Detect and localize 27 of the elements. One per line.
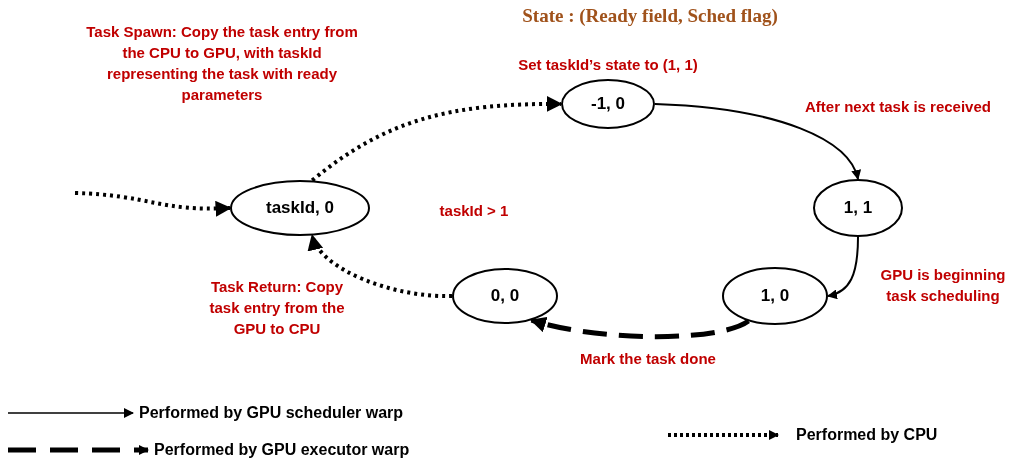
state-label: 0, 0 [490,286,520,306]
state-label: 1, 1 [843,198,873,218]
edge-label: Mark the task done [580,348,716,369]
edge-label: Task Return: Copy task entry from the GPU to CPU [208,276,346,339]
state-ellipse [813,179,903,237]
state-label: -1, 0 [591,94,625,114]
annotation-text: Task Spawn: Copy the task entry from the CPU to GPU, with taskId representing the task with ready parameters [85,22,359,105]
state-label: taskId, 0 [265,198,334,218]
state-ellipse [722,267,828,325]
edge-label: Set taskId’s state to (1, 1) [518,54,698,75]
state-label: 1, 0 [760,286,790,306]
condition-label: taskId > 1 [439,200,509,221]
legend-label: Performed by GPU executor warp [154,441,410,459]
edge-label: After next task is received [805,96,991,117]
state-ellipse [561,79,655,129]
state-ellipse [452,268,558,324]
arrow [74,191,232,217]
arrow [310,96,563,182]
legend-label: Performed by GPU scheduler warp [139,404,404,422]
arrow [310,234,452,298]
state-ellipse [230,180,370,236]
arrow [827,236,859,299]
edge-label: GPU is beginning task scheduling [879,265,1007,306]
diagram-title: State : (Ready field, Sched flag) [522,5,778,27]
arrow [529,316,750,340]
arrow [654,103,860,180]
legend-label: Performed by CPU [796,426,938,444]
